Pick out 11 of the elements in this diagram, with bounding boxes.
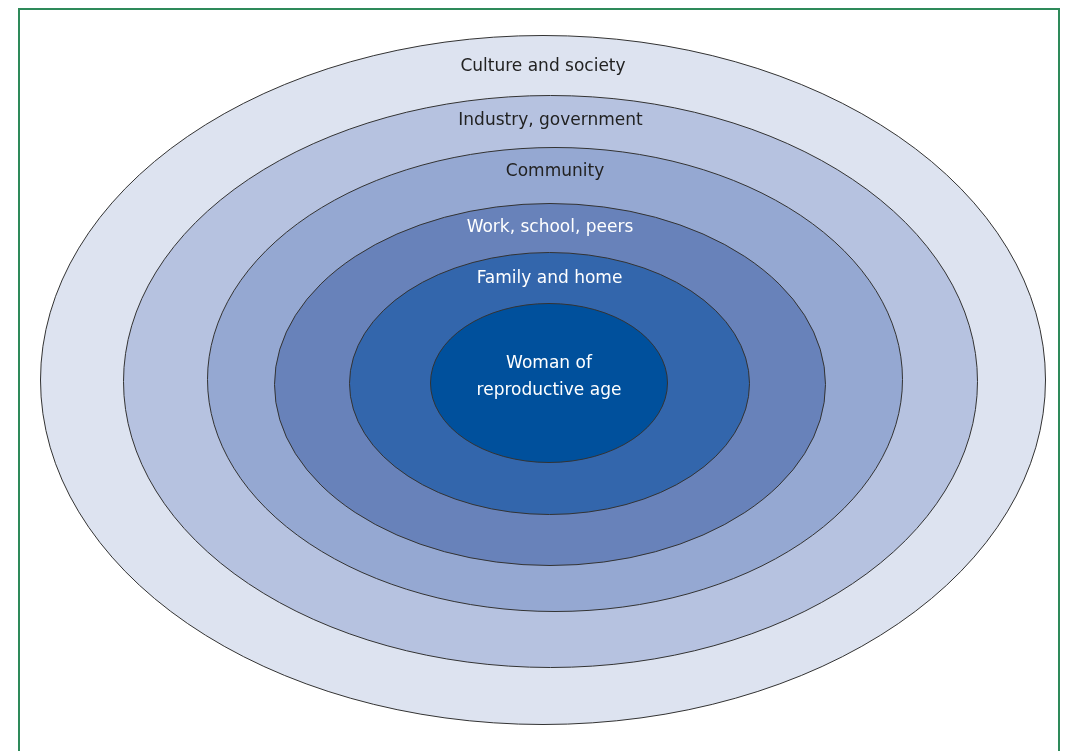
ellipse-ring [207, 147, 903, 612]
ring-label: Work, school, peers [466, 216, 634, 236]
ellipse-ring [349, 252, 750, 515]
ring-label: Culture and society [460, 55, 626, 75]
ellipse-ring [430, 303, 668, 463]
ring-label: Family and home [476, 267, 623, 287]
ring-label: Woman of reproductive age [475, 351, 623, 401]
ring-label: Industry, government [458, 109, 643, 129]
ellipse-ring [274, 203, 826, 566]
ring-label: Community [505, 160, 605, 180]
ellipse-ring [123, 95, 978, 668]
